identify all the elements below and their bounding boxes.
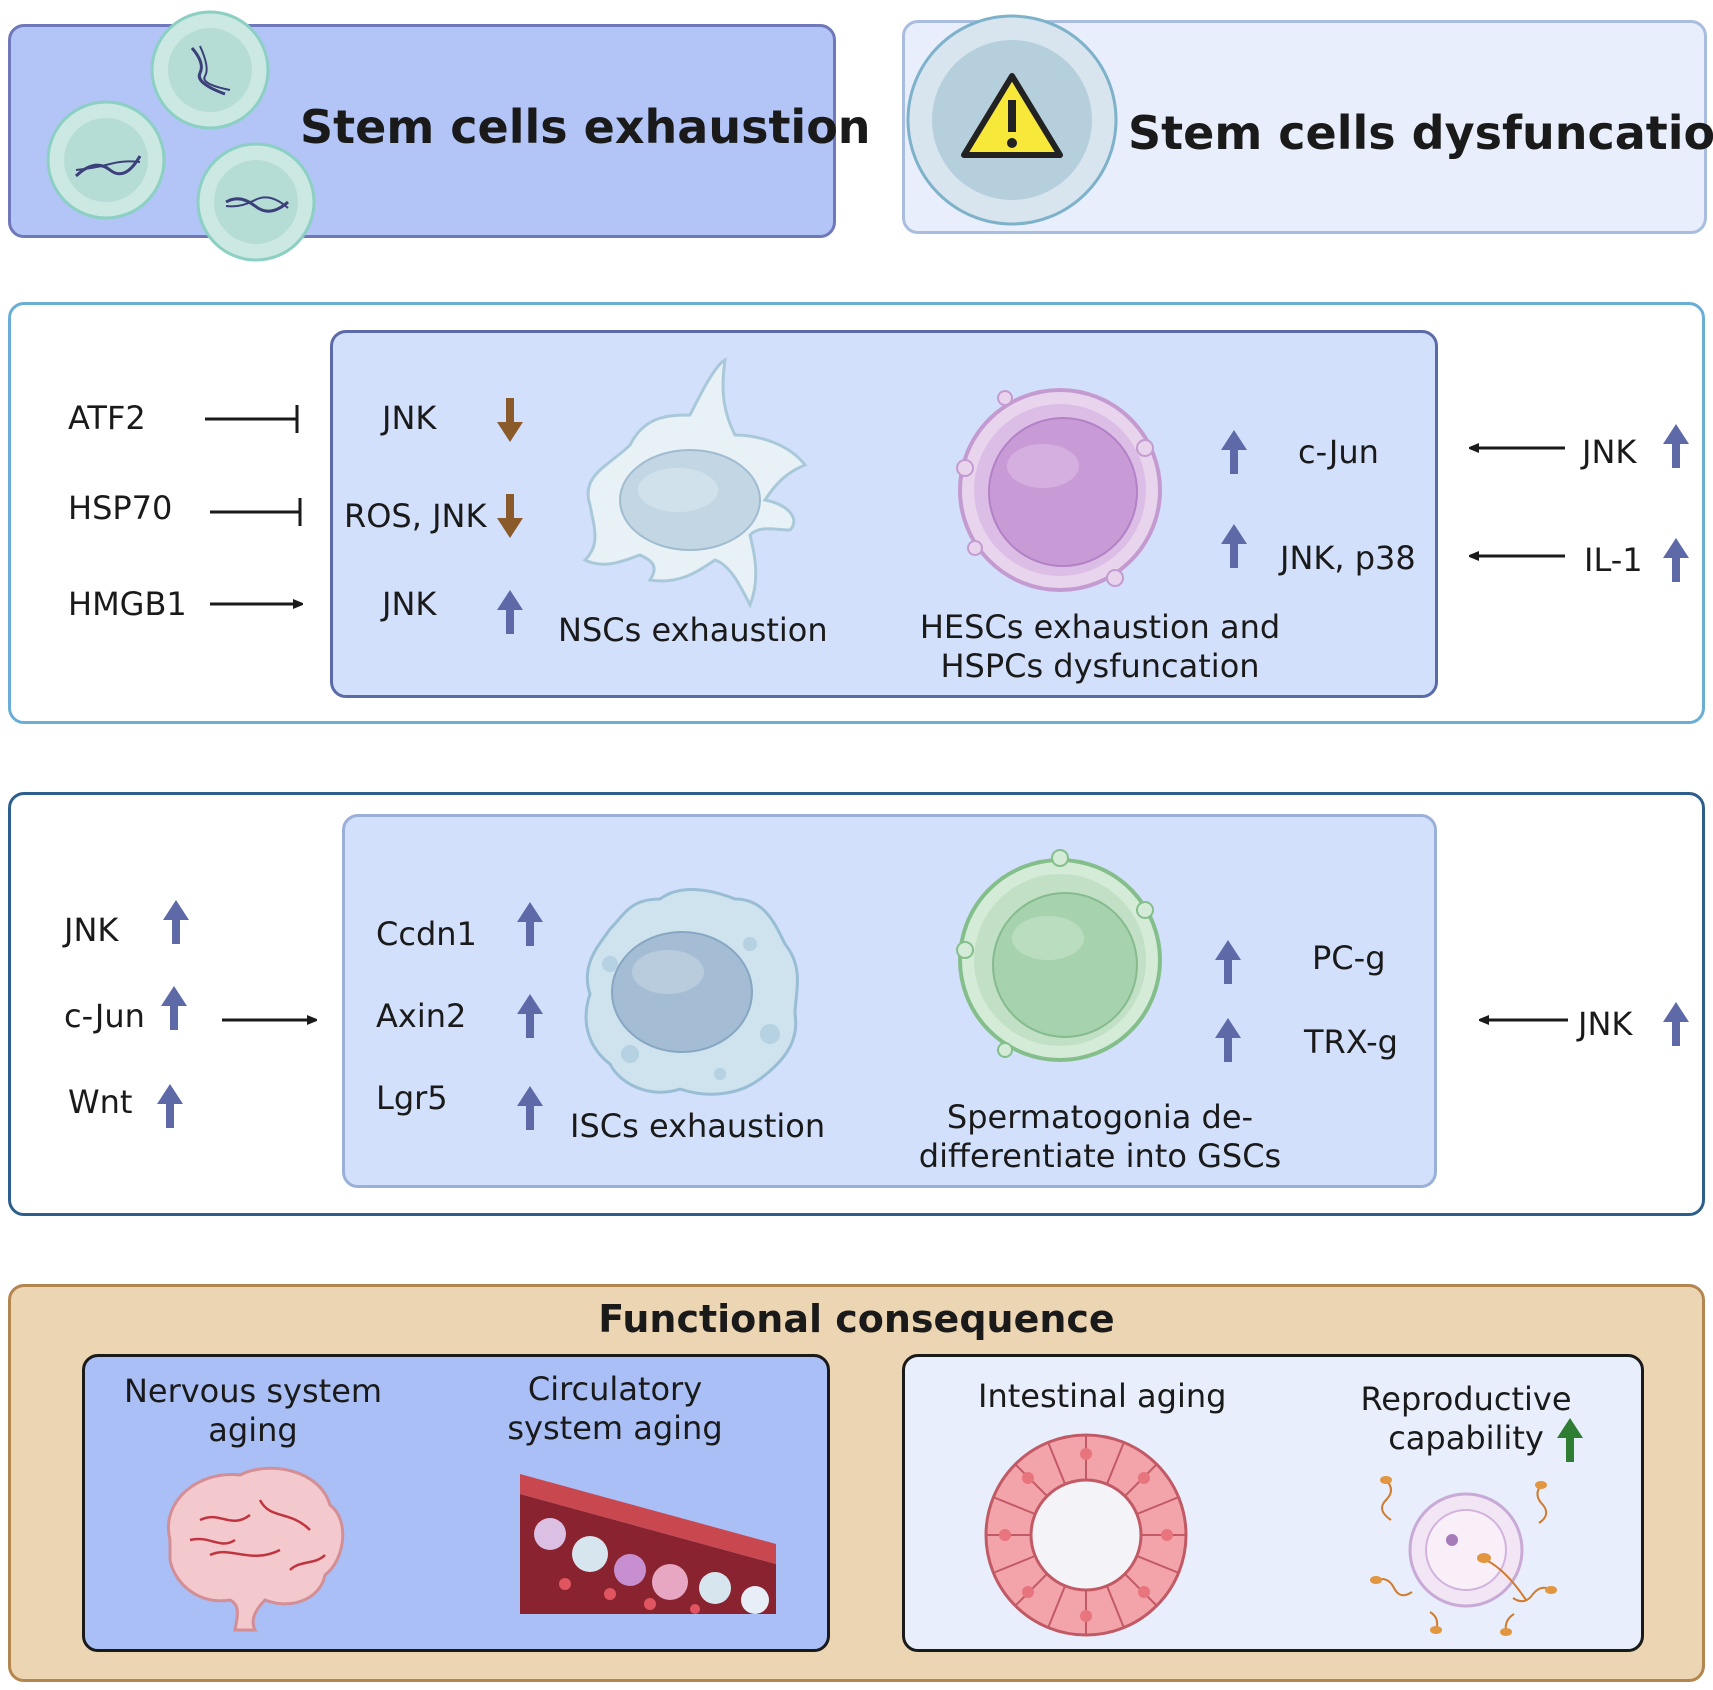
inner-label-ccdn1: Ccdn1 <box>376 915 477 953</box>
sperm-caption: Spermatogonia de-differentiate into GSCs <box>918 1098 1282 1176</box>
inner-label-trxg: TRX-g <box>1304 1023 1398 1061</box>
isc-cell-icon <box>584 888 799 1096</box>
inner-label-jnk-1: JNK <box>382 399 437 437</box>
egg-sperm-icon <box>1370 1476 1557 1636</box>
inner-label-axin2: Axin2 <box>376 997 467 1035</box>
nsc-cell-icon <box>582 357 808 609</box>
isc-caption: ISCs exhaustion <box>570 1107 826 1145</box>
inner-label-cjun: c-Jun <box>1298 433 1379 471</box>
panel2-inner <box>342 814 1437 1188</box>
hesc-caption: HESCs exhaustion and HSPCs dysfuncation <box>919 608 1281 686</box>
nsc-caption: NSCs exhaustion <box>558 611 828 649</box>
regulator-il1: IL-1 <box>1584 541 1643 579</box>
regulator-jnk-left: JNK <box>64 911 119 949</box>
intestinal-label: Intestinal aging <box>978 1377 1227 1415</box>
warning-icon <box>906 14 1118 226</box>
regulator-wnt: Wnt <box>68 1083 133 1121</box>
reproductive-label: Reproductive capability <box>1360 1380 1572 1458</box>
green-up-arrow-icon <box>1557 1418 1583 1462</box>
inner-label-lgr5: Lgr5 <box>376 1079 448 1117</box>
regulator-atf2: ATF2 <box>68 399 146 437</box>
hesc-cell-icon <box>956 388 1162 592</box>
up-arrow-icon <box>1663 1002 1689 1046</box>
nervous-label: Nervous system aging <box>123 1372 383 1450</box>
intestinal-ring-icon <box>984 1433 1188 1637</box>
blood-vessel-icon <box>520 1474 776 1614</box>
regulator-jnk-right: JNK <box>1582 433 1637 471</box>
dysfunction-title: Stem cells dysfuncation <box>1128 106 1713 160</box>
dna-cell-icon <box>46 10 316 262</box>
brain-icon <box>167 1466 345 1632</box>
spermatogonia-cell-icon <box>956 849 1162 1062</box>
inner-label-ros-jnk: ROS, JNK <box>344 497 487 535</box>
inner-label-jnk-p38: JNK, p38 <box>1280 539 1416 577</box>
exhaustion-title: Stem cells exhaustion <box>300 100 871 154</box>
inner-label-jnk-2: JNK <box>382 585 437 623</box>
circulatory-label: Circulatory system aging <box>507 1370 723 1448</box>
regulator-jnk-panel2-right: JNK <box>1578 1005 1633 1043</box>
consequence-title: Functional consequence <box>598 1297 1115 1341</box>
inner-label-pcg: PC-g <box>1312 939 1386 977</box>
panel1-inner <box>330 330 1438 698</box>
regulator-hmgb1: HMGB1 <box>68 585 187 623</box>
regulator-cjun-left: c-Jun <box>64 997 145 1035</box>
regulator-hsp70: HSP70 <box>68 489 173 527</box>
